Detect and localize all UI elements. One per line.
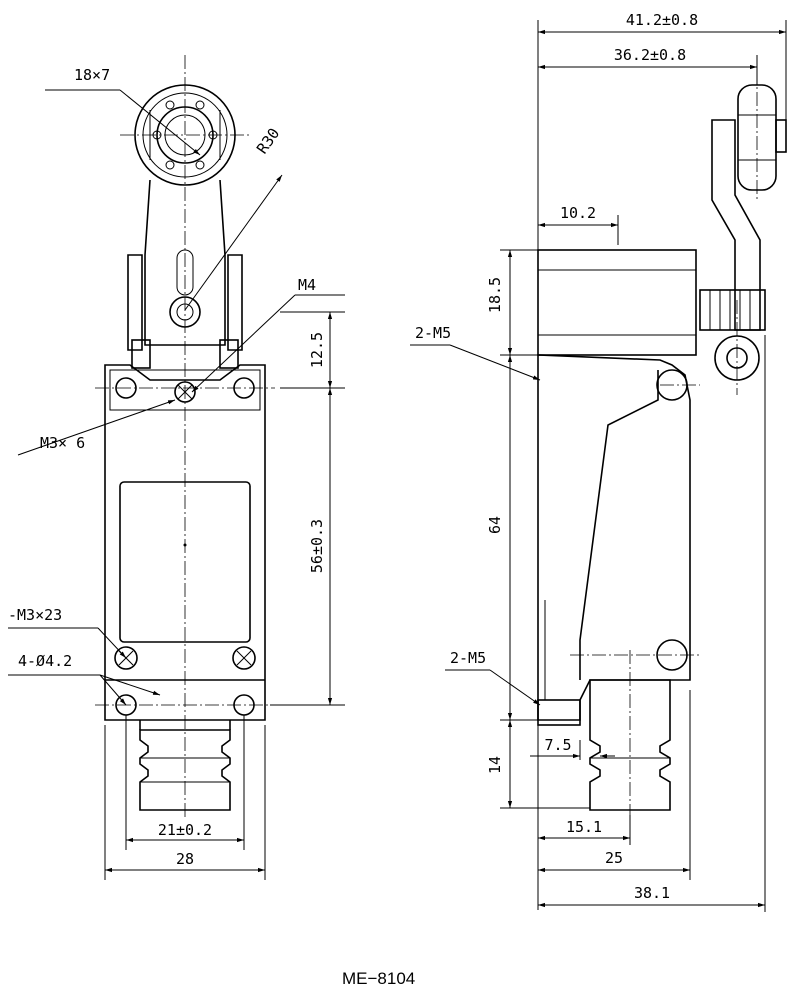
dim-14: 14 (486, 756, 504, 774)
side-head (537, 249, 697, 356)
side-lever (699, 84, 787, 381)
mount-holes-label: 4-Ø4.2 (18, 652, 72, 670)
dim-12-5: 12.5 (308, 332, 326, 368)
dim-15-1: 15.1 (566, 818, 602, 836)
dim-21: 21±0.2 (158, 821, 212, 839)
thread-m4-label: M4 (298, 276, 316, 294)
model-number: ME−8104 (342, 969, 415, 988)
thread-m5-upper: 2-M5 (415, 324, 451, 342)
front-view: 18×7 R30 M4 M3× 6 12.5 56±0.3 -M3×23 4-Ø… (8, 55, 345, 880)
screw-m3x23-label: -M3×23 (8, 606, 62, 624)
arm-radius-label: R30 (253, 125, 283, 158)
dim-10-2: 10.2 (560, 204, 596, 222)
thread-m5-lower: 2-M5 (450, 649, 486, 667)
roller-size-label: 18×7 (74, 66, 110, 84)
dim-25: 25 (605, 849, 623, 867)
screw-m3x6-label: M3× 6 (40, 434, 85, 452)
side-view: 41.2±0.8 36.2±0.8 10.2 18.5 2-M5 64 2-M5… (410, 11, 787, 912)
dim-38-1: 38.1 (634, 884, 670, 902)
dim-36-2: 36.2±0.8 (614, 46, 686, 64)
dim-7-5: 7.5 (544, 736, 571, 754)
dim-28: 28 (176, 850, 194, 868)
side-body (537, 354, 691, 726)
dim-18-5: 18.5 (486, 277, 504, 313)
dim-64: 64 (486, 516, 504, 534)
dim-56: 56±0.3 (308, 519, 326, 573)
dim-41-2: 41.2±0.8 (626, 11, 698, 29)
